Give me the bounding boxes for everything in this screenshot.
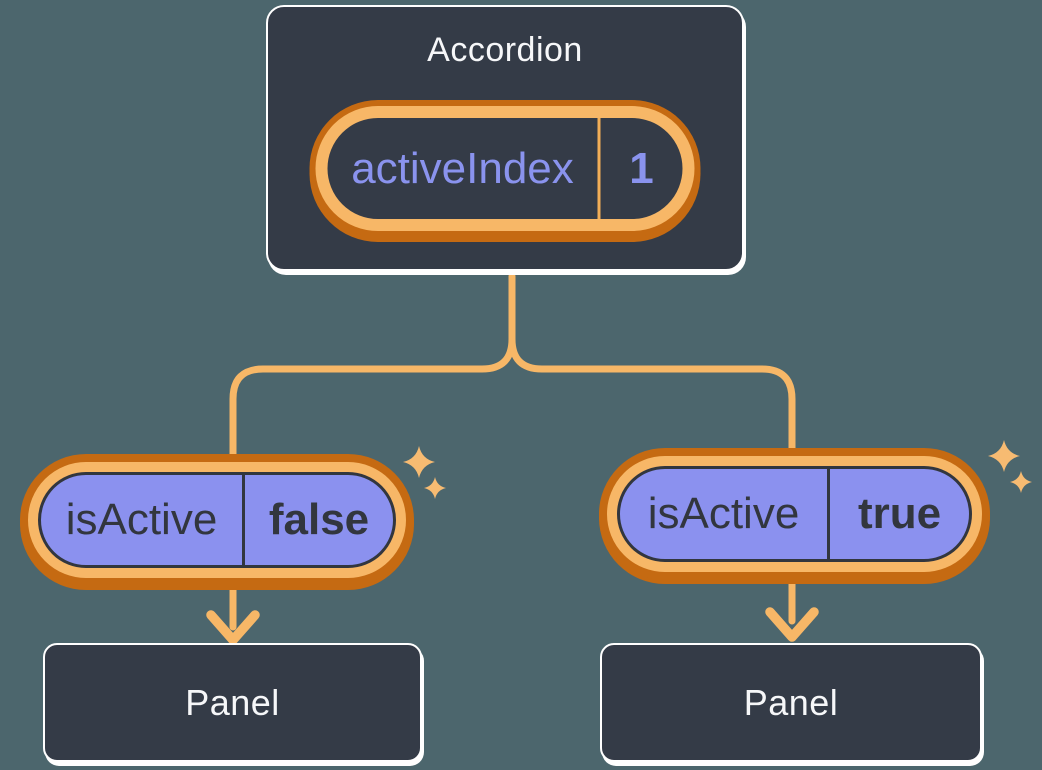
prop-pill-value: true (827, 469, 969, 559)
panel-node-right: Panel (600, 643, 982, 762)
prop-pill-label: isActive (65, 495, 218, 544)
connector-root-to-left-child (229, 272, 516, 470)
sparkle-icon (403, 446, 435, 478)
sparkle-icon (988, 440, 1020, 472)
connector-root-to-right-child (508, 335, 796, 464)
arrow-down-icon (206, 610, 260, 645)
panel-title: Panel (185, 681, 280, 723)
prop-pill-label: isActive (647, 489, 800, 538)
accordion-node: Accordion activeIndex 1 (266, 5, 744, 271)
sparkle-icon (424, 477, 446, 499)
state-pill-value: 1 (597, 118, 683, 219)
state-pill-label: activeIndex (351, 143, 574, 193)
prop-pill-right: isActive true (607, 456, 982, 572)
arrow-down-icon (765, 607, 819, 642)
panel-title: Panel (743, 681, 839, 723)
state-pill: activeIndex 1 (315, 106, 695, 231)
sparkle-icon (1010, 471, 1032, 493)
prop-pill-value: false (242, 475, 393, 565)
panel-node-left: Panel (43, 643, 422, 762)
prop-pill-core: isActive false (38, 472, 396, 568)
prop-pill-core: isActive true (617, 466, 972, 562)
accordion-node-title: Accordion (427, 31, 583, 69)
prop-pill-left: isActive false (28, 462, 406, 578)
